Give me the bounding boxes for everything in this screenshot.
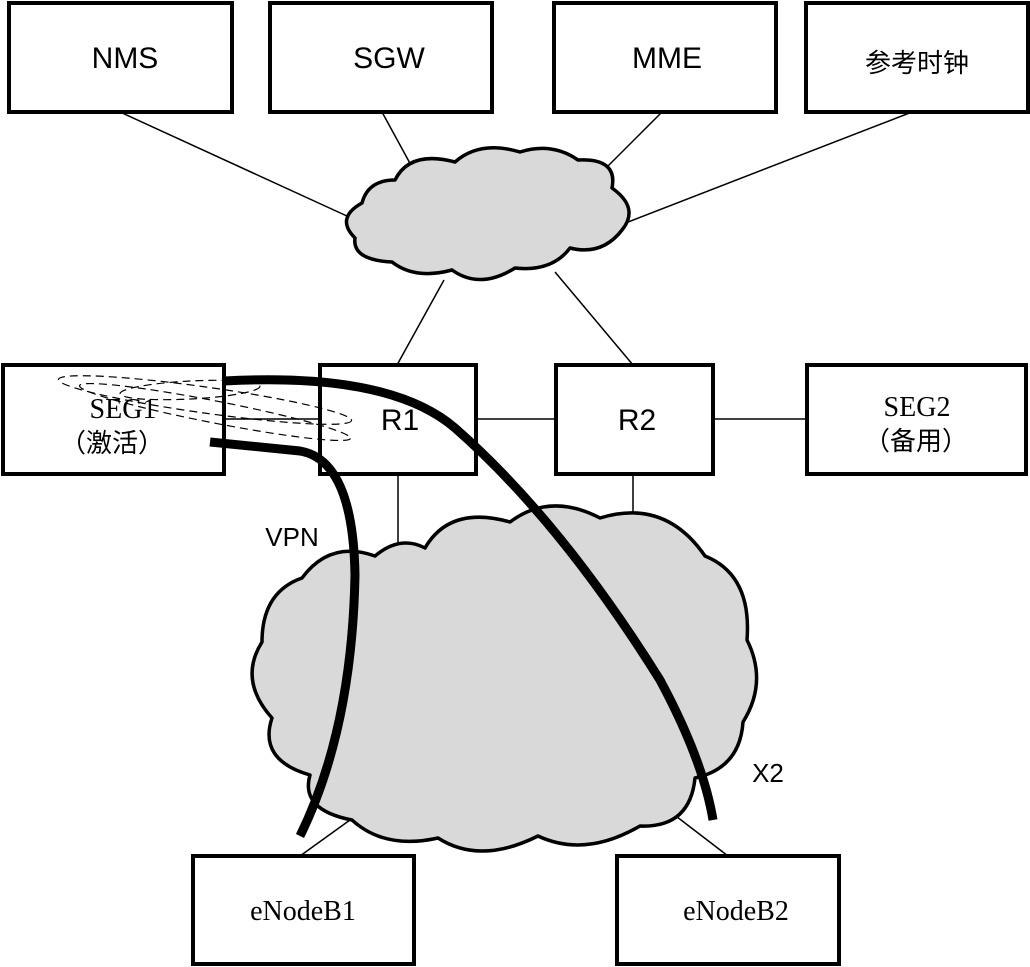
vpn-tunnel-curve — [209, 437, 360, 838]
link-access-enodeb1 — [299, 819, 351, 857]
enodeb2-label: eNodeB2 — [683, 896, 789, 927]
sgw-box — [268, 1, 494, 114]
core-network-cloud — [344, 146, 631, 282]
mme-box — [552, 1, 778, 114]
enodeb1-box — [191, 854, 416, 966]
r2-box — [554, 363, 715, 476]
ipsec-dashed-loops — [57, 375, 353, 442]
link-core-r1 — [396, 279, 445, 366]
seg2-box — [805, 363, 1028, 476]
clock-label: 参考时钟 — [865, 49, 969, 79]
dashed-loop-1 — [57, 375, 353, 425]
dashed-loop-2 — [78, 382, 352, 442]
link-mme-core — [597, 111, 663, 177]
x2-label: X2 — [752, 758, 784, 788]
enodeb2-box — [615, 854, 841, 966]
r1-label: R1 — [381, 404, 419, 437]
sgw-label: SGW — [353, 42, 425, 75]
seg1-box — [1, 363, 226, 476]
top-boxes — [7, 1, 1030, 114]
dashed-loop-3 — [119, 379, 261, 401]
clock-box — [804, 1, 1030, 114]
vpn-label: VPN — [265, 522, 318, 552]
link-clock-core — [627, 111, 913, 223]
nms-label: NMS — [92, 42, 159, 75]
middle-boxes — [1, 363, 1028, 476]
x2-tunnel-curve — [223, 375, 718, 821]
seg1-state-label: （激活） — [60, 429, 164, 459]
link-nms-core — [119, 111, 361, 223]
access-network-cloud — [250, 504, 759, 853]
nms-box — [7, 1, 234, 114]
link-core-r2 — [554, 271, 634, 366]
seg1-label: SEG1 — [90, 394, 157, 425]
connection-lines — [119, 111, 913, 857]
bottom-boxes — [191, 854, 841, 966]
enodeb1-label: eNodeB1 — [250, 896, 356, 927]
seg2-label: SEG2 — [884, 392, 951, 423]
seg2-state-label: （备用） — [864, 427, 968, 457]
r2-label: R2 — [618, 404, 656, 437]
mme-label: MME — [632, 42, 702, 75]
